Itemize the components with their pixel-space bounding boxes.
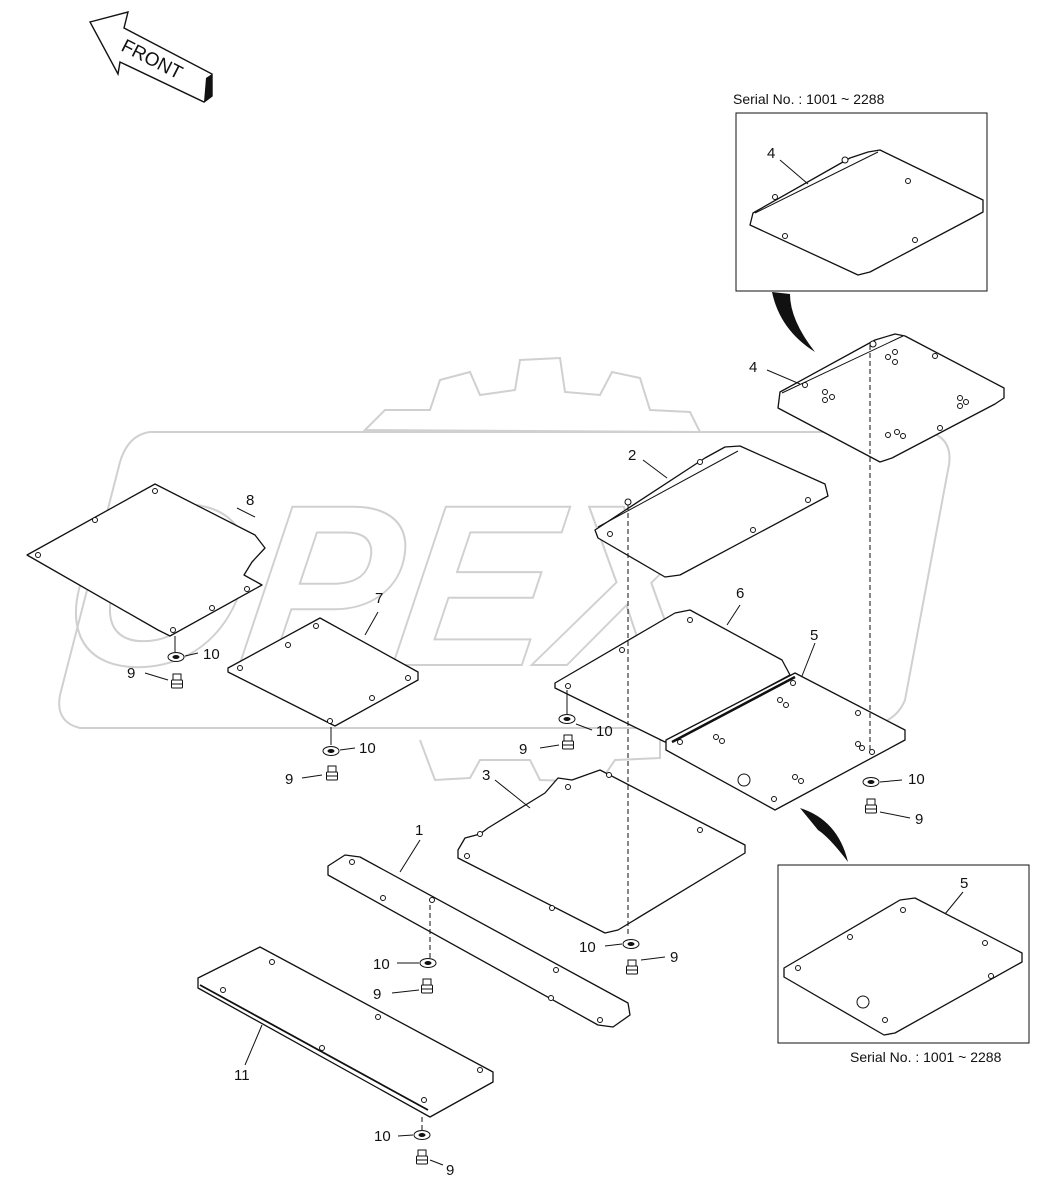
callout-10-a: 10 (203, 646, 220, 663)
detail-arrow-top (772, 292, 815, 352)
callout-8: 8 (246, 492, 254, 509)
callout-6: 6 (736, 585, 744, 602)
fastener-group-f: 10 9 (373, 956, 437, 1003)
callout-10-d: 10 (908, 771, 925, 788)
callout-4-detail: 4 (767, 145, 775, 162)
callout-3: 3 (482, 767, 490, 784)
detail-box-bottom: 5 Serial No. : 1001 ~ 2288 (777, 864, 1030, 1065)
part-2-plate: 2 (594, 445, 829, 578)
part-8-plate: 8 (26, 483, 266, 637)
fastener-group-a: 10 9 (127, 636, 220, 689)
fastener-group-g: 10 9 (374, 1117, 454, 1179)
callout-9-e: 9 (670, 949, 678, 966)
callout-5-detail: 5 (960, 875, 968, 892)
callout-2: 2 (628, 447, 636, 464)
callout-4: 4 (749, 359, 757, 376)
part-5-plate: 5 (665, 627, 906, 811)
serial-note-bottom: Serial No. : 1001 ~ 2288 (850, 1049, 1002, 1065)
callout-7: 7 (375, 590, 383, 607)
callout-10-f: 10 (373, 956, 390, 973)
front-arrow: FRONT (88, 11, 213, 103)
serial-note-top: Serial No. : 1001 ~ 2288 (733, 91, 885, 107)
fastener-group-d: 10 9 (862, 771, 925, 828)
part-6-plate: 6 (554, 585, 791, 743)
callout-9-d: 9 (915, 811, 923, 828)
callout-9-g: 9 (446, 1162, 454, 1179)
fastener-group-b: 10 9 (285, 727, 376, 788)
fastener-group-e: 10 9 (579, 939, 678, 975)
part-3-plate: 3 (457, 767, 746, 934)
fastener-group-c: 10 9 (519, 690, 613, 758)
part-4-plate: 4 (749, 333, 1005, 463)
part-1-plate: 1 (327, 822, 631, 1028)
callout-9-a: 9 (127, 665, 135, 682)
callout-11: 11 (234, 1067, 250, 1084)
callout-9-b: 9 (285, 771, 293, 788)
callout-9-f: 9 (373, 986, 381, 1003)
callout-1: 1 (415, 822, 423, 839)
callout-10-g: 10 (374, 1128, 391, 1145)
detail-box-top: Serial No. : 1001 ~ 2288 4 (733, 91, 988, 292)
callout-5: 5 (810, 627, 818, 644)
callout-9-c: 9 (519, 741, 527, 758)
callout-10-e: 10 (579, 939, 596, 956)
callout-10-c: 10 (596, 723, 613, 740)
detail-arrow-bottom (800, 808, 848, 862)
part-11-plate: 11 (197, 946, 494, 1118)
part-7-plate: 7 (227, 590, 419, 727)
callout-10-b: 10 (359, 740, 376, 757)
